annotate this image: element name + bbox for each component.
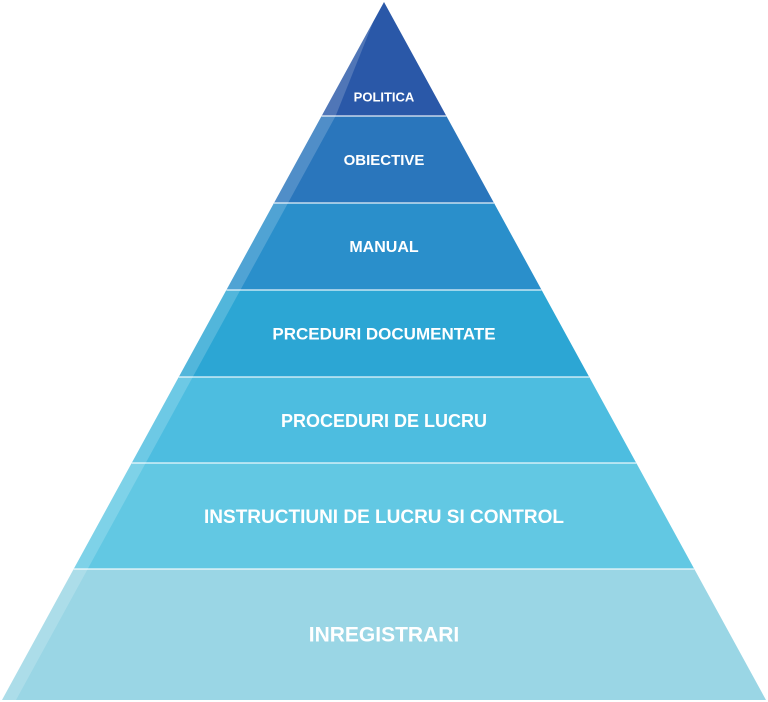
- tier-proceduri-de-lucru: [131, 377, 637, 463]
- tier-obiective: [273, 116, 495, 203]
- tier-sheen-prceduri-documentate: [178, 290, 241, 377]
- tier-sheen-inregistrari: [2, 569, 88, 700]
- tier-instructiuni-de-lucru-si-control: [73, 463, 695, 569]
- tier-sheen-instructiuni-de-lucru-si-control: [73, 463, 146, 569]
- tier-label-inregistrari: INREGISTRARI: [309, 624, 460, 647]
- pyramid-tier-separators: [73, 115, 695, 570]
- tier-label-prceduri-documentate: PRCEDURI DOCUMENTATE: [272, 324, 495, 343]
- tier-sheen-manual: [226, 203, 288, 290]
- tier-inregistrari: [2, 569, 766, 700]
- pyramid-tier-labels: POLITICA OBIECTIVE MANUAL PRCEDURI DOCUM…: [204, 89, 564, 646]
- tier-label-obiective: OBIECTIVE: [344, 152, 425, 169]
- tier-manual: [226, 203, 542, 290]
- tier-label-proceduri-de-lucru: PROCEDURI DE LUCRU: [281, 411, 487, 431]
- tier-label-politica: POLITICA: [354, 89, 415, 104]
- tier-label-instructiuni-de-lucru-si-control: INSTRUCTIUNI DE LUCRU SI CONTROL: [204, 507, 564, 528]
- tier-sheen-proceduri-de-lucru: [131, 377, 193, 463]
- tier-sheen-politica: [321, 2, 384, 116]
- tier-politica: [321, 2, 447, 116]
- tier-prceduri-documentate: [178, 290, 590, 377]
- tier-label-manual: MANUAL: [349, 239, 419, 256]
- tier-sheen-obiective: [273, 116, 336, 203]
